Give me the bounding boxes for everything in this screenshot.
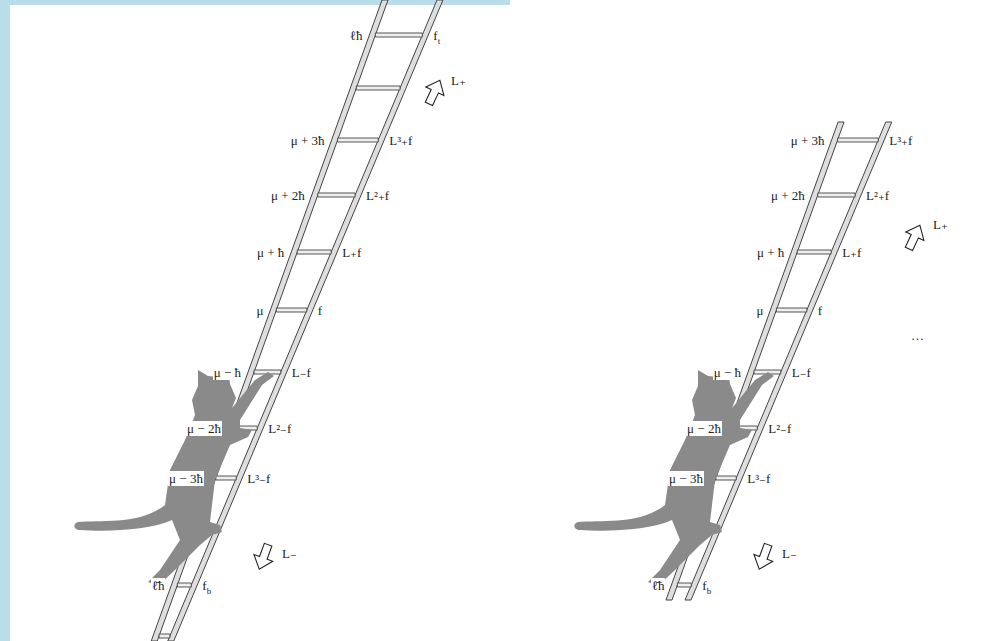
ladder-rung (297, 250, 331, 254)
rung-label: f (317, 303, 323, 318)
rung-label: L²₋f (767, 421, 792, 436)
ladder-rail (168, 0, 443, 641)
rung-label: L³₋f (246, 471, 271, 486)
operator-arrow (750, 541, 778, 572)
subscript-label: b (707, 586, 712, 596)
rung-label: μ − 3ħ (668, 471, 704, 486)
ladders (151, 0, 892, 641)
ladder-rung (356, 86, 400, 90)
rung-label: L²₊f (865, 188, 890, 203)
rung-label: L₊ (450, 73, 467, 88)
rung-label: μ + 3ħ (790, 133, 826, 148)
rung-label: L³₋f (746, 471, 771, 486)
operator-arrow (900, 221, 929, 253)
arrows (250, 76, 929, 572)
rung-label: L³₊f (888, 133, 913, 148)
rung-label: f (817, 303, 823, 318)
rung-label: L₊ (932, 217, 949, 232)
side-band (0, 0, 10, 641)
ladder-rung (318, 193, 355, 197)
subscript-label: b (207, 586, 212, 596)
ladder-rung (177, 583, 191, 587)
ladder-rung (838, 138, 879, 142)
operator-arrow (250, 541, 278, 572)
rung-label: μ + 2ħ (270, 188, 306, 203)
rung-label: L₋f (791, 365, 812, 380)
rung-label: L₋ (281, 546, 298, 561)
subscript-label: t (438, 36, 441, 46)
rung-label: L₋f (291, 365, 312, 380)
rung-label: μ (755, 303, 764, 318)
ladder-rung (776, 308, 806, 312)
rung-label: μ + ħ (756, 245, 785, 260)
cat-silhouette (574, 368, 774, 586)
rung-label: μ − 2ħ (186, 421, 222, 436)
ladder-rung (375, 33, 422, 37)
ladder-rung (338, 138, 379, 142)
cats (74, 368, 774, 586)
rung-label: L²₊f (365, 188, 390, 203)
rung-label: … (910, 328, 925, 343)
rung-label: μ + ħ (256, 245, 285, 260)
rung-label: L³₊f (388, 133, 413, 148)
rung-label: μ − ħ (713, 365, 742, 380)
rung-label: L₋ (781, 546, 798, 561)
rung-label: ℓ̄ħ (651, 578, 666, 593)
rung-label: μ + 2ħ (770, 188, 806, 203)
rung-label: L₊f (841, 245, 862, 260)
rung-label: L₊f (341, 245, 362, 260)
ladder-rung (797, 250, 831, 254)
ladder-rung (159, 634, 170, 638)
top-band (0, 0, 510, 5)
ladder-rung (276, 308, 306, 312)
rung-label: μ − ħ (213, 365, 242, 380)
ladder-rung (716, 476, 736, 480)
rung-label: μ − 3ħ (168, 471, 204, 486)
cat-silhouette (74, 368, 274, 586)
rung-label: ℓ̄ħ (151, 578, 166, 593)
rung-label: μ + 3ħ (290, 133, 326, 148)
ladder-rung (818, 193, 855, 197)
rung-label: μ (255, 303, 264, 318)
rung-label: ℓħ (349, 28, 364, 43)
ladder-rung (216, 476, 236, 480)
rung-label: L²₋f (267, 421, 292, 436)
rung-label: μ − 2ħ (686, 421, 722, 436)
ladder-rung (677, 583, 691, 587)
operator-arrow (420, 76, 449, 108)
